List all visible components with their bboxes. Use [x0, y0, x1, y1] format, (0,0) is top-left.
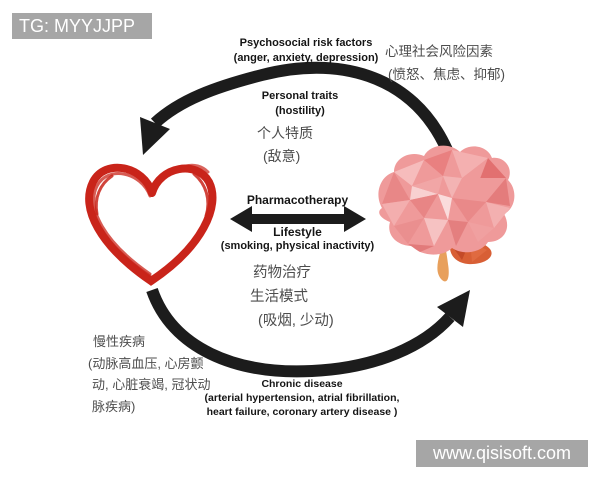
curved-arrow-brain-to-heart-icon	[140, 61, 453, 155]
psychosocial-zh-line1: 心理社会风险因素	[385, 44, 493, 59]
pharmacotherapy-label: Pharmacotherapy	[246, 193, 349, 207]
lifestyle-sublabel: (smoking, physical inactivity)	[220, 240, 375, 252]
lifestyle-sub-zh: (吸烟, 少动)	[258, 313, 334, 329]
chronic-en-line1: Chronic disease	[261, 378, 343, 390]
chronic-en-line2: (arterial hypertension, atrial fibrillat…	[204, 392, 400, 404]
psychosocial-risk-factors-label-zh: 心理社会风险因素 (愤怒、焦虑、抑郁)	[385, 40, 505, 86]
chronic-zh-line2: (动脉高血压, 心房颤	[88, 355, 204, 371]
chronic-zh-line3: 动, 心脏衰竭, 冠状动	[92, 377, 211, 392]
chronic-disease-label: Chronic disease (arterial hypertension, …	[192, 377, 412, 419]
heart-icon	[85, 163, 217, 286]
psychosocial-en-line1: Psychosocial risk factors	[239, 37, 373, 49]
psychosocial-risk-factors-label: Psychosocial risk factors (anger, anxiet…	[226, 36, 386, 66]
chronic-zh-line4: 脉疾病)	[92, 398, 136, 414]
chronic-disease-label-zh: 慢性疾病 (动脉高血压, 心房颤 动, 心脏衰竭, 冠状动 脉疾病)	[88, 331, 210, 417]
curved-arrow-heart-to-brain-icon	[146, 287, 470, 378]
lifestyle-zh: 生活模式	[250, 289, 308, 305]
personal-zh-line2: (敌意)	[263, 148, 301, 164]
double-headed-arrow-icon	[230, 206, 366, 232]
brain-icon	[378, 145, 515, 282]
psychosocial-zh-line2: (愤怒、焦虑、抑郁)	[388, 67, 505, 82]
personal-en-line1: Personal traits	[261, 90, 339, 102]
chronic-zh-line1: 慢性疾病	[93, 334, 146, 349]
pharmacotherapy-zh: 药物治疗	[253, 265, 311, 281]
lifestyle-label: Lifestyle	[273, 225, 322, 239]
personal-traits-label: Personal traits (hostility)	[240, 89, 360, 119]
treatment-label-zh: 药物治疗 生活模式 (吸烟, 少动)	[250, 261, 334, 333]
personal-en-line2: (hostility)	[275, 105, 325, 117]
watermark-bottom-right: www.qisisoft.com	[416, 440, 588, 467]
psychosocial-en-line2: (anger, anxiety, depression)	[233, 52, 379, 64]
personal-zh-line1: 个人特质	[257, 125, 313, 141]
personal-traits-label-zh: 个人特质 (敌意)	[257, 122, 313, 168]
watermark-top-left: TG: MYYJJPP	[12, 13, 152, 39]
chronic-en-line3: heart failure, coronary artery disease )	[206, 406, 398, 418]
